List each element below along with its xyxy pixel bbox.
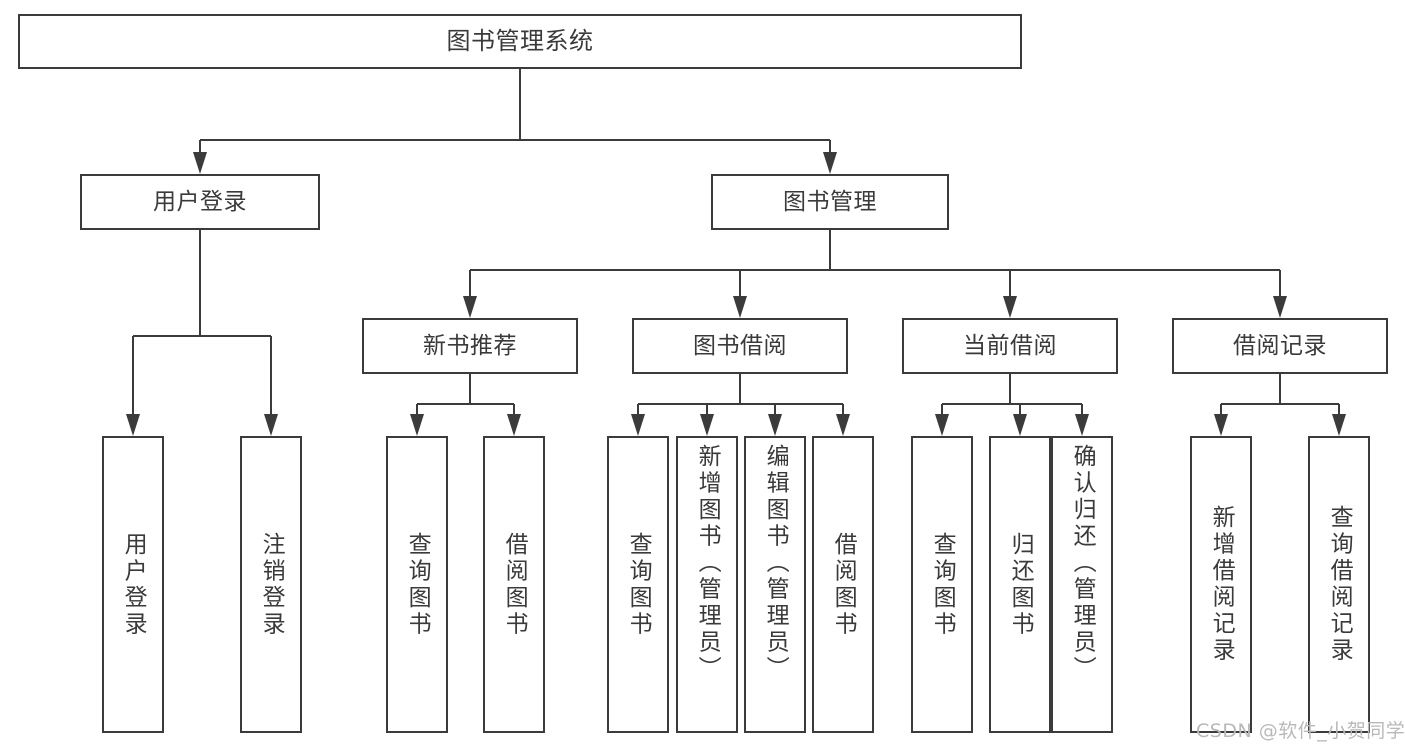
node-label: 借阅记录: [1233, 332, 1327, 359]
node-label: 查询图书: [625, 531, 652, 638]
connector-drop: [828, 140, 832, 153]
connector-stem: [1008, 374, 1012, 404]
connector-drop: [940, 404, 944, 415]
node-current-borrow[interactable]: 当前借阅: [902, 318, 1118, 374]
node-label: 用户登录: [153, 188, 247, 215]
arrowhead-icon: [1331, 414, 1346, 436]
connector-bus: [470, 268, 1280, 272]
node-label: 当前借阅: [963, 332, 1057, 359]
node-leaf-query-book-2[interactable]: 查询图书: [607, 436, 669, 733]
connector-drop: [198, 140, 202, 153]
node-leaf-add-record[interactable]: 新增借阅记录: [1190, 436, 1252, 733]
arrowhead-icon: [462, 296, 477, 318]
node-label: 编辑图书（管理员）: [762, 444, 789, 683]
node-leaf-borrow-book-1[interactable]: 借阅图书: [483, 436, 545, 733]
node-label: 查询图书: [404, 531, 431, 638]
connector-drop: [1219, 404, 1223, 415]
arrowhead-icon: [125, 414, 140, 436]
arrowhead-icon: [732, 296, 747, 318]
node-book-manage[interactable]: 图书管理: [711, 174, 949, 230]
connector-drop: [468, 270, 472, 297]
connector-bus: [942, 402, 1082, 406]
connector-stem: [828, 230, 832, 270]
connector-bus: [133, 334, 271, 338]
connector-drop: [636, 404, 640, 415]
arrowhead-icon: [699, 414, 714, 436]
connector-drop: [415, 404, 419, 415]
connector-stem: [738, 374, 742, 404]
connector-drop: [705, 404, 709, 415]
node-leaf-return-book[interactable]: 归还图书: [989, 436, 1051, 733]
connector-drop: [1008, 270, 1012, 297]
arrowhead-icon: [1213, 414, 1228, 436]
node-label: 借阅图书: [501, 531, 528, 638]
node-leaf-add-book[interactable]: 新增图书（管理员）: [676, 436, 738, 733]
connector-drop: [131, 336, 135, 415]
connector-stem: [198, 230, 202, 336]
node-label: 新书推荐: [423, 332, 517, 359]
arrowhead-icon: [630, 414, 645, 436]
connector-drop: [841, 404, 845, 415]
connector-drop: [1018, 404, 1022, 415]
connector-stem: [468, 374, 472, 404]
arrowhead-icon: [1002, 296, 1017, 318]
connector-bus: [200, 138, 830, 142]
arrowhead-icon: [934, 414, 949, 436]
node-label: 新增图书（管理员）: [694, 444, 721, 683]
arrowhead-icon: [822, 152, 837, 174]
node-label: 用户登录: [120, 531, 147, 638]
node-label: 归还图书: [1007, 531, 1034, 638]
node-leaf-query-book-1[interactable]: 查询图书: [386, 436, 448, 733]
connector-drop: [1278, 270, 1282, 297]
node-root[interactable]: 图书管理系统: [18, 14, 1022, 69]
connector-drop: [269, 336, 273, 415]
node-user-login[interactable]: 用户登录: [80, 174, 320, 230]
node-label: 图书借阅: [693, 332, 787, 359]
node-label: 查询借阅记录: [1326, 505, 1353, 664]
connector-bus: [638, 402, 843, 406]
node-leaf-user-login[interactable]: 用户登录: [102, 436, 164, 733]
node-borrow-record[interactable]: 借阅记录: [1172, 318, 1388, 374]
node-book-borrow[interactable]: 图书借阅: [632, 318, 848, 374]
connector-drop: [512, 404, 516, 415]
arrowhead-icon: [1012, 414, 1027, 436]
node-leaf-confirm-return[interactable]: 确认归还（管理员）: [1051, 436, 1113, 733]
arrowhead-icon: [1074, 414, 1089, 436]
arrowhead-icon: [263, 414, 278, 436]
connector-drop: [773, 404, 777, 415]
node-label: 图书管理: [783, 188, 877, 215]
node-leaf-query-record[interactable]: 查询借阅记录: [1308, 436, 1370, 733]
arrowhead-icon: [1272, 296, 1287, 318]
connector-stem: [1278, 374, 1282, 404]
node-label: 查询图书: [929, 531, 956, 638]
node-label: 确认归还（管理员）: [1069, 444, 1096, 683]
connector-drop: [738, 270, 742, 297]
node-leaf-logout[interactable]: 注销登录: [240, 436, 302, 733]
connector-stem: [518, 69, 522, 140]
arrowhead-icon: [506, 414, 521, 436]
arrowhead-icon: [192, 152, 207, 174]
arrowhead-icon: [767, 414, 782, 436]
connector-drop: [1080, 404, 1084, 415]
arrowhead-icon: [835, 414, 850, 436]
node-label: 借阅图书: [830, 531, 857, 638]
node-label: 新增借阅记录: [1208, 505, 1235, 664]
node-label: 注销登录: [258, 531, 285, 638]
node-leaf-query-book-3[interactable]: 查询图书: [911, 436, 973, 733]
node-leaf-edit-book[interactable]: 编辑图书（管理员）: [744, 436, 806, 733]
node-label: 图书管理系统: [446, 26, 594, 55]
connector-bus: [1221, 402, 1339, 406]
connector-bus: [417, 402, 514, 406]
arrowhead-icon: [409, 414, 424, 436]
connector-drop: [1337, 404, 1341, 415]
node-new-book-recommend[interactable]: 新书推荐: [362, 318, 578, 374]
node-leaf-borrow-book-2[interactable]: 借阅图书: [812, 436, 874, 733]
